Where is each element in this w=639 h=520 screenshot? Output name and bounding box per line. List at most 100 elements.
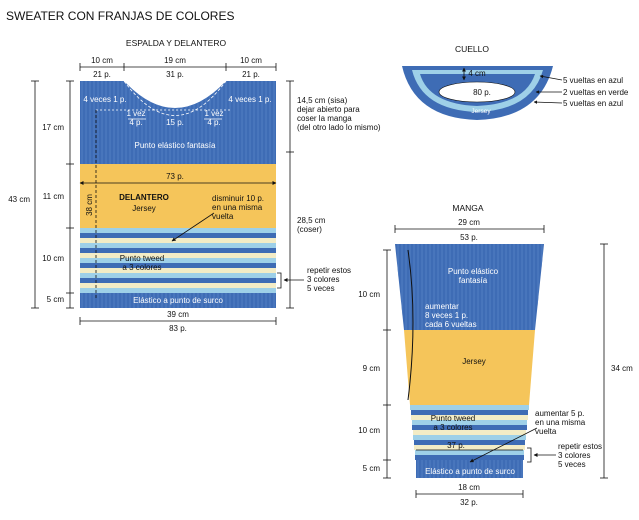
sleeve-aumentar-3: cada 6 vueltas	[425, 320, 477, 329]
sleeve-bottom-sts: 32 p.	[460, 498, 478, 507]
sisa-line-2: dejar abierto para	[297, 105, 360, 114]
elastico-surco-label: Elástico a punto de surco	[133, 296, 223, 305]
bf-left-17cm: 17 cm	[42, 123, 64, 132]
sleeve-tweed-stripe	[411, 415, 528, 420]
collar-opening	[438, 81, 516, 103]
sleeve-tweed-stripe	[413, 430, 526, 435]
tweed-stripe	[80, 238, 276, 243]
collar-note-2: 2 vueltas en verde	[563, 88, 629, 97]
tweed-stripe	[80, 273, 276, 278]
dec-left-label: 4 veces 1 p.	[83, 95, 126, 104]
collar-4cm: 4 cm	[468, 69, 486, 78]
collar-note-3: 5 vueltas en azul	[563, 99, 623, 108]
collar-jersey: Jersey	[471, 108, 491, 115]
bf-bottom-cm: 39 cm	[167, 310, 189, 319]
collar-note-1: 5 vueltas en azul	[563, 76, 623, 85]
tweed-stripe	[80, 253, 276, 258]
sleeve-tweed-stripe	[413, 435, 526, 440]
sleeve-repetir-1: repetir estos	[558, 442, 602, 451]
disminuir-arrow	[171, 212, 215, 242]
sisa-line-4: (del otro lado lo mismo)	[297, 123, 381, 132]
sleeve-repetir-bracket	[527, 447, 532, 463]
coser-line-2: (coser)	[297, 225, 322, 234]
jersey-front-label: Jersey	[132, 204, 156, 213]
dec-right-label: 4 veces 1 p.	[228, 95, 271, 104]
sleeve-tweed-stripe	[412, 425, 527, 430]
sleeve-tweed-stripe	[414, 440, 525, 445]
vez-left-label: 1 vez	[126, 109, 145, 118]
sleeve-increase-line	[407, 249, 414, 401]
sleeve-aumentar5-1: aumentar 5 p.	[535, 409, 584, 418]
bf-left-5cm: 5 cm	[47, 295, 65, 304]
disminuir-line-1: disminuir 10 p.	[212, 194, 264, 203]
sleeve-top-sts: 53 p.	[460, 233, 478, 242]
tweed-stripe	[80, 243, 276, 248]
front-panel-yellow	[80, 164, 276, 228]
sleeve-jersey: Jersey	[462, 357, 486, 366]
sisa-line-3: coser la manga	[297, 114, 352, 123]
bf-top-sts-right: 21 p.	[242, 70, 260, 79]
sleeve-punto-1: Punto elástico	[448, 267, 499, 276]
bf-left-10cm: 10 cm	[42, 254, 64, 263]
tweed-stripe	[80, 258, 276, 263]
vez-right-label: 1 vez	[204, 109, 223, 118]
bf-top-sts-center: 31 p.	[166, 70, 184, 79]
back-front-heading: ESPALDA Y DELANTERO	[126, 38, 227, 48]
sleeve-yellow	[404, 330, 535, 405]
bf-top-sts-left: 21 p.	[93, 70, 111, 79]
tweed-stripe	[80, 288, 276, 293]
tweed-stripe	[80, 233, 276, 238]
sleeve-tweed-stripe	[411, 410, 528, 415]
sleeve-repetir-2: 3 colores	[558, 451, 590, 460]
collar-heading: CUELLO	[455, 44, 489, 54]
collar-diagram: CUELLO 4 cm 80 p. Jersey 5 vueltas en az…	[402, 44, 629, 120]
sleeve-tweed-stripe	[415, 450, 524, 455]
tweed-line-2: a 3 colores	[122, 263, 161, 272]
bf-repetir-2: 3 colores	[307, 275, 339, 284]
sleeve-aumentar5-3: vuelta	[535, 427, 557, 436]
sleeve-left-5cm: 5 cm	[363, 464, 381, 473]
bf-top-cm-right: 10 cm	[240, 56, 262, 65]
bf-repetir-3: 5 veces	[307, 284, 335, 293]
sleeve-tweed-stripe	[415, 455, 524, 460]
sleeve-aumentar5-arrow	[469, 427, 538, 463]
sleeve-diagram: MANGA 29 cm 53 p. Punto elástico fantasí…	[358, 203, 633, 507]
tweed-stripe	[80, 278, 276, 283]
bf-top-cm-center: 19 cm	[164, 56, 186, 65]
repetir-bracket	[277, 272, 282, 289]
sleeve-ribs	[395, 244, 544, 330]
bf-top-cm-left: 10 cm	[91, 56, 113, 65]
back-panel-ribs	[80, 81, 276, 164]
hem-ribs	[80, 293, 276, 308]
sleeve-bottom-cm: 18 cm	[458, 483, 480, 492]
sleeve-left-10cm-b: 10 cm	[358, 426, 380, 435]
sleeve-p37: 37 p.	[447, 441, 465, 450]
sisa-line-1: 14,5 cm (sisa)	[297, 96, 348, 105]
sleeve-aumentar5-2: en una misma	[535, 418, 586, 427]
p73-label: 73 p.	[166, 172, 184, 181]
coser-line-1: 28,5 cm	[297, 216, 326, 225]
sleeve-aumentar-2: 8 veces 1 p.	[425, 311, 468, 320]
p4-left-label: 4 p.	[129, 118, 142, 127]
delantero-label: DELANTERO	[119, 193, 169, 202]
sleeve-left-9cm: 9 cm	[363, 364, 381, 373]
sleeve-tweed-1: Punto tweed	[431, 414, 475, 423]
back-front-diagram: ESPALDA Y DELANTERO 10 cm 19 cm 10 cm 21…	[8, 38, 381, 333]
p4-right-label: 4 p.	[207, 118, 220, 127]
disminuir-line-2: en una misma	[212, 203, 263, 212]
tweed-stripe	[80, 228, 276, 233]
espalda-label: ESPALDA	[155, 87, 195, 97]
sleeve-aumentar-1: aumentar	[425, 302, 459, 311]
sleeve-tweed-stripe	[412, 420, 527, 425]
sleeve-heading: MANGA	[452, 203, 484, 213]
sleeve-tweed-2: a 3 colores	[433, 423, 472, 432]
tweed-stripe	[80, 283, 276, 288]
sleeve-right-total: 34 cm	[611, 364, 633, 373]
cm38-label: 38 cm	[85, 194, 94, 216]
bf-bottom-sts: 83 p.	[169, 324, 187, 333]
sleeve-elastico-surco: Elástico a punto de surco	[425, 467, 515, 476]
tweed-stripe	[80, 268, 276, 273]
bf-left-11cm: 11 cm	[43, 192, 65, 201]
p15-label: 15 p.	[166, 118, 184, 127]
